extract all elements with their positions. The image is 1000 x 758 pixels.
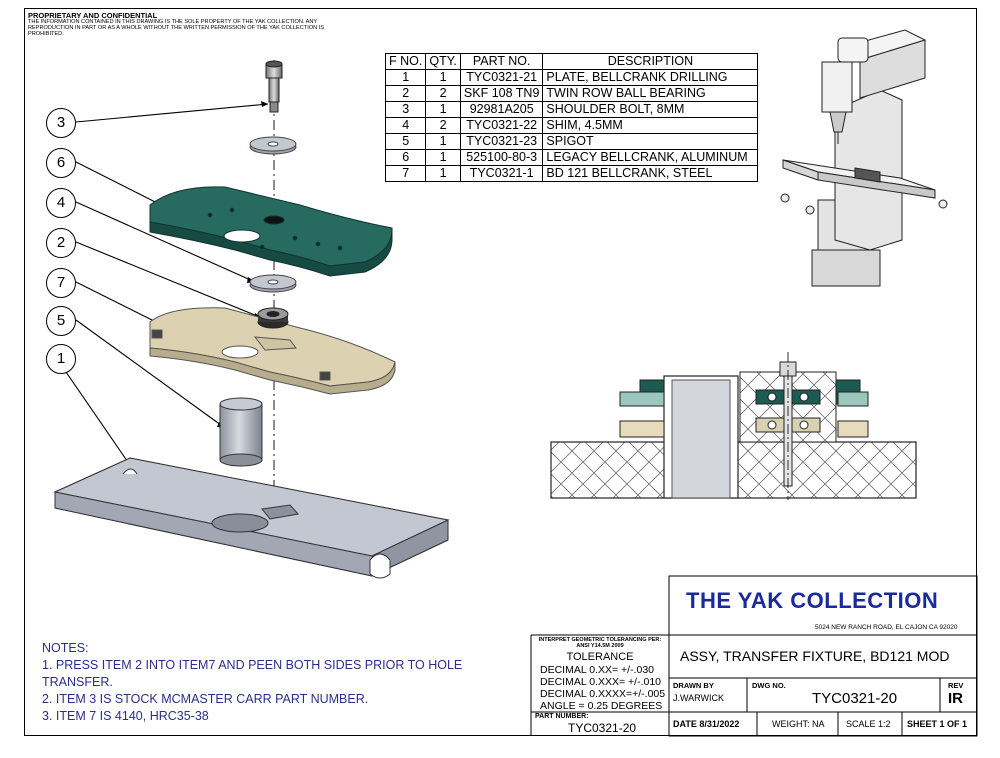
base-plate: [53, 457, 450, 579]
proprietary-notice: PROPRIETARY AND CONFIDENTIAL THE INFORMA…: [28, 12, 328, 37]
tolerance-line-2: DECIMAL 0.XXX= +/-.010: [540, 676, 662, 688]
aluminum-bellcrank: [149, 186, 393, 277]
callout-item-6: 6: [46, 148, 76, 178]
title-block-lines: [530, 575, 978, 737]
leader-lines: [65, 103, 269, 469]
note-1: 1. PRESS ITEM 2 INTO ITEM7 AND PEEN BOTH…: [42, 658, 463, 689]
weight-value: WEIGHT: NA: [772, 719, 825, 729]
section-view: [550, 352, 917, 500]
sheet-value: SHEET 1 OF 1: [907, 719, 968, 729]
callout-item-7: 7: [46, 268, 76, 298]
bom-cell: 7: [384, 165, 427, 182]
date-value: DATE 8/31/2022: [673, 719, 740, 729]
proprietary-body: THE INFORMATION CONTAINED IN THIS DRAWIN…: [28, 18, 324, 37]
company-address: 5024 NEW RANCH ROAD, EL CAJON CA 92020: [815, 624, 958, 631]
shim-top: [249, 136, 297, 155]
tolerance-line-1: DECIMAL 0.XX= +/-.030: [540, 664, 654, 676]
section-aluminum-arm-left: [619, 391, 665, 407]
callout-item-2: 2: [46, 228, 76, 258]
part-number-label: PART NUMBER:: [535, 713, 589, 720]
section-aluminum-arm-right: [837, 391, 869, 407]
callout-item-4: 4: [46, 188, 76, 218]
bom-cell: TYC0321-23: [459, 133, 544, 150]
shoulder-bolt: [265, 60, 283, 113]
section-steel-left: [619, 420, 665, 438]
section-steel-right: [837, 420, 869, 438]
callout-item-3: 3: [46, 108, 76, 138]
shim: [249, 274, 297, 293]
bom-cell: 92981A205: [459, 101, 544, 118]
section-spigot-bore: [671, 379, 731, 499]
callout-item-5: 5: [46, 306, 76, 336]
proprietary-title: PROPRIETARY AND CONFIDENTIAL: [28, 11, 158, 20]
spigot: [219, 397, 263, 467]
callout-item-1: 1: [46, 344, 76, 374]
ball-bearing: [257, 307, 289, 329]
leader-5: [75, 319, 226, 429]
bom-cell: BD 121 BELLCRANK, STEEL: [542, 165, 759, 182]
bom-header-qty: QTY.: [425, 53, 461, 70]
drawing-border: [24, 8, 977, 736]
bom-cell: SHIM, 4.5MM: [542, 117, 759, 134]
leader-4: [75, 201, 256, 283]
company-name: THE YAK COLLECTION: [686, 588, 939, 613]
notes-section: NOTES: 1. PRESS ITEM 2 INTO ITEM7 AND PE…: [42, 640, 512, 725]
leader-2: [75, 241, 263, 319]
tolerance-line-3: DECIMAL 0.XXXX=+/-.005: [540, 688, 666, 700]
leader-1: [65, 371, 133, 469]
dwg-no-label: DWG NO.: [752, 681, 786, 690]
note-3: 3. ITEM 7 IS 4140, HRC35-38: [42, 709, 209, 723]
scale-value: SCALE 1:2: [846, 719, 891, 729]
milling-machine-illustration: [780, 29, 948, 287]
drawing-title: ASSY, TRANSFER FIXTURE, BD121 MOD: [680, 648, 950, 664]
drawn-by-value: J.WARWICK: [673, 693, 724, 703]
steel-bellcrank: [149, 307, 396, 395]
notes-heading: NOTES:: [42, 641, 89, 655]
tolerance-line-4: ANGLE = 0.25 DEGREES: [540, 700, 663, 712]
dwg-no-value: TYC0321-20: [812, 690, 898, 707]
bom-header-fno: F NO.: [384, 53, 427, 70]
rev-value: IR: [948, 690, 963, 707]
leader-3: [75, 103, 269, 123]
tolerance-title: TOLERANCE: [566, 651, 634, 663]
bom-cell: TYC0321-1: [459, 165, 544, 182]
rev-label: REV: [948, 681, 964, 690]
tolerance-standard: INTERPRET GEOMETRIC TOLERANCING PER: ANS…: [538, 637, 662, 649]
note-2: 2. ITEM 3 IS STOCK MCMASTER CARR PART NU…: [42, 692, 369, 706]
part-number-value: TYC0321-20: [568, 721, 637, 735]
drawn-by-label: DRAWN BY: [673, 681, 714, 690]
